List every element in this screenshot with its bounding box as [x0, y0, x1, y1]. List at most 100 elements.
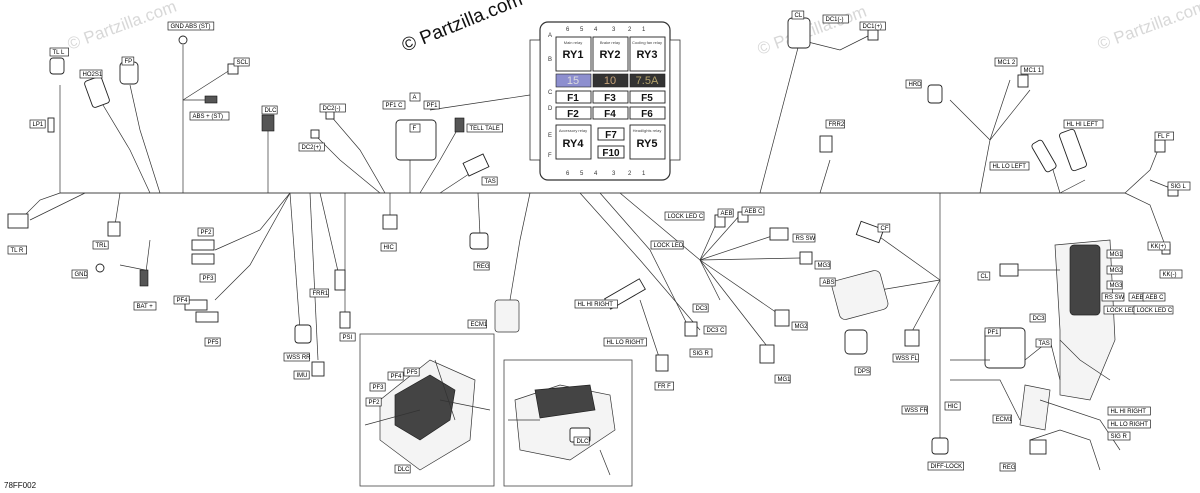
label-box: [409, 92, 421, 102]
label-box: [999, 462, 1016, 472]
connector-dps: [844, 329, 868, 355]
label-box: [29, 119, 46, 129]
label-mg2: MG2: [791, 321, 808, 331]
label-text: DLC: [265, 108, 278, 114]
label-text: MG2: [1110, 268, 1124, 274]
label-text: HL HI LEFT: [1067, 122, 1099, 128]
label-ecm1: ECM1: [467, 319, 488, 329]
label-box: [197, 227, 214, 237]
label-box: [1159, 269, 1183, 279]
label-box: [664, 211, 705, 221]
connector-hic: [382, 214, 398, 230]
connector-fr-f: [655, 354, 669, 372]
label-text: DC2(-): [323, 106, 341, 112]
relay-ry1-name: Main relay: [564, 40, 582, 45]
fuse-box-row-f: F: [548, 153, 552, 159]
inset-dlc-panel: [503, 359, 633, 487]
label-box: [692, 303, 709, 313]
connector-gnd-abs: [178, 35, 188, 45]
fuse-f7: [597, 127, 625, 141]
label-box: [854, 366, 871, 376]
label-fl-f: FL F: [1154, 131, 1174, 141]
label-abs-st: ABS + (ST): [189, 111, 230, 121]
label-text: PF2: [201, 230, 213, 236]
label-hl-lo-right: HL LO RIGHT: [603, 337, 647, 347]
abs-module: [831, 270, 889, 320]
label-text: TAS: [485, 179, 496, 185]
connector-scl: [227, 63, 239, 75]
label-box: [319, 103, 346, 113]
label-i-pf4: PF4: [387, 371, 404, 381]
label-text: RS SW: [1105, 295, 1125, 301]
label-pf3: PF3: [199, 273, 216, 283]
label-text: DLC: [398, 467, 411, 473]
connector-diff-lock: [931, 437, 949, 455]
label-text: KK(+): [1151, 244, 1167, 250]
label-pf1-c: PF1 C: [382, 100, 406, 110]
label-text: AEB: [721, 211, 733, 217]
label-mg1: MG1: [774, 374, 791, 384]
label-box: [792, 233, 816, 243]
label-text: MC1 2: [998, 60, 1016, 66]
label-box: [167, 21, 215, 31]
label-box: [467, 319, 487, 329]
label-text: AEB: [1132, 295, 1144, 301]
label-box: [365, 397, 382, 407]
connector-dc1: [867, 29, 879, 41]
label-box: [121, 56, 135, 66]
label-r-reg: REG: [999, 462, 1016, 472]
label-box: [984, 327, 1001, 337]
relay-ry5: [629, 124, 666, 160]
label-box: [1167, 181, 1191, 191]
label-r-mg1: MG1: [1106, 249, 1123, 259]
label-hl-lo-left: HL LO LEFT: [989, 161, 1030, 171]
label-r-mg3: MG3: [1106, 280, 1123, 290]
label-imu: IMU: [293, 370, 310, 380]
label-text: HL LO RIGHT: [1111, 422, 1149, 428]
label-box: [741, 206, 765, 216]
label-text: AEB C: [745, 209, 764, 215]
connector-tl-r: [7, 213, 29, 229]
label-box: [394, 464, 411, 474]
label-text: BAT +: [137, 304, 154, 310]
fuse-7-5a-label: 7.5A: [636, 75, 659, 87]
connector-psi: [339, 311, 351, 329]
relay-ry1: [555, 36, 592, 72]
label-text: HL LO LEFT: [993, 164, 1027, 170]
connector-pf4: [184, 299, 208, 311]
label-text: LOCK LED: [1107, 308, 1137, 314]
fuse-10a-label: 10: [604, 75, 616, 87]
connector-bat-plus: [139, 269, 149, 287]
label-pf4: PF4: [173, 295, 190, 305]
relay-ry4-label: RY4: [563, 138, 585, 150]
label-text: WSS FR: [905, 408, 929, 414]
right-reg-connector: [1029, 439, 1047, 455]
label-i-pf2: PF2: [365, 397, 382, 407]
label-text: PF1 C: [386, 103, 404, 109]
label-box: [1106, 265, 1123, 275]
diagram-code: 78FF002: [4, 481, 37, 490]
relay-ry2: [592, 36, 629, 72]
fuse-f5-label: F5: [641, 93, 653, 104]
label-tell-tale: TELL TALE: [466, 123, 503, 133]
connector-pf5: [195, 311, 219, 323]
label-hrd: HRD: [905, 79, 922, 89]
label-text: PF5: [208, 340, 220, 346]
label-dc1-minus: DC1(-): [822, 14, 849, 24]
label-wss-fl: WSS FL: [892, 353, 919, 363]
fuse-f6: [629, 106, 666, 120]
label-text: PF1: [427, 103, 439, 109]
label-box: [819, 277, 836, 287]
fuse-box-row-c: C: [548, 90, 553, 96]
label-lp1: LP1: [29, 119, 46, 129]
relay-ry3-name: Cooling fan relay: [632, 40, 662, 45]
fuse-box-row-e: E: [548, 133, 552, 139]
relay-ry2-label: RY2: [600, 49, 621, 61]
label-box: [1154, 131, 1174, 141]
connector-ecm1: [494, 299, 520, 333]
label-box: [466, 123, 503, 133]
label-text: TL L: [53, 50, 65, 56]
label-text: FR F: [658, 384, 672, 390]
label-r-tas: TAS: [1035, 338, 1052, 348]
